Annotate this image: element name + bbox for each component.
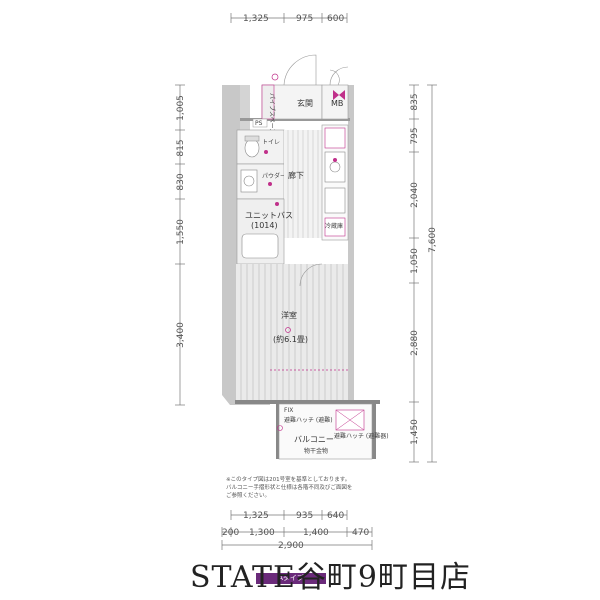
label-pipe-space: パイプスペース <box>268 93 275 134</box>
label-balcony: バルコニー <box>294 435 334 444</box>
dim-bottom-7: 470 <box>352 528 369 538</box>
note-line: ※このタイプ図は201号室を基準としております。 <box>226 477 351 483</box>
label-fridge: 冷蔵庫 <box>325 222 343 230</box>
corridor <box>284 130 322 238</box>
dim-left-1: 1,005 <box>176 95 186 121</box>
note-line: ご参照ください。 <box>226 493 271 499</box>
note-line: バルコニー手摺形状と仕様は各階不同及びご面図を <box>226 485 353 491</box>
label-genkan: 玄関 <box>297 98 313 108</box>
top-dimension <box>230 13 348 23</box>
dim-left-3: 830 <box>176 173 186 190</box>
label-bath: ユニットバス <box>245 211 293 220</box>
dim-right-5: 2,880 <box>410 330 420 356</box>
walls <box>222 85 380 459</box>
dim-bottom-3: 640 <box>327 511 344 521</box>
dim-bottom-total: 2,900 <box>278 541 304 551</box>
dim-right-6: 1,450 <box>410 419 420 445</box>
dim-top-2: 975 <box>296 14 313 24</box>
bottom-dimension <box>221 510 373 550</box>
dim-bottom-2: 935 <box>296 511 313 521</box>
balcony <box>277 403 373 460</box>
building-name: STATE谷町9町目店 <box>190 560 471 595</box>
left-dimension <box>175 84 185 406</box>
dim-left-5: 3,400 <box>176 322 186 348</box>
label-toilet: トイレ <box>262 139 280 146</box>
dim-right-2: 795 <box>410 127 420 144</box>
label-mb: MB <box>331 99 343 108</box>
powder-room <box>236 163 285 200</box>
dim-right-4: 1,050 <box>410 248 420 274</box>
label-powder: パウダー <box>262 172 286 180</box>
label-bath-number: (1014) <box>251 221 278 230</box>
dim-left-2: 815 <box>176 139 186 156</box>
unit-bath <box>236 198 285 265</box>
plan-notes: ※このタイプ図は201号室を基準としております。 バルコニー手摺形状と仕様は各階… <box>226 476 426 500</box>
label-hatch-left: 避難ハッチ (避難) <box>284 416 333 424</box>
dim-right-total: 7,600 <box>428 227 438 253</box>
dim-right-1: 835 <box>410 93 420 110</box>
toilet-room <box>236 129 285 165</box>
label-hatch-right: 避難ハッチ (避難器) <box>334 432 389 440</box>
dim-bottom-4: 200 <box>222 528 239 538</box>
right-dimension <box>409 84 437 463</box>
type-badge: Aタイプ <box>256 573 326 584</box>
label-laundry: 物干金物 <box>304 447 328 455</box>
entrance <box>261 54 349 120</box>
dim-left-4: 1,550 <box>176 219 186 245</box>
label-ps: PS <box>255 120 263 127</box>
dim-right-3: 2,040 <box>410 182 420 208</box>
label-western-size: (約6.1畳) <box>273 334 308 344</box>
dim-bottom-6: 1,400 <box>303 528 329 538</box>
kitchen-column <box>321 124 349 241</box>
label-western: 洋室 <box>281 310 297 320</box>
dim-top-1: 1,325 <box>243 14 269 24</box>
western-room <box>236 263 348 400</box>
label-corridor: 廊下 <box>288 170 304 180</box>
label-fix: FIX <box>284 407 293 414</box>
dim-top-3: 600 <box>327 14 344 24</box>
dim-bottom-1: 1,325 <box>243 511 269 521</box>
dim-bottom-5: 1,300 <box>249 528 275 538</box>
